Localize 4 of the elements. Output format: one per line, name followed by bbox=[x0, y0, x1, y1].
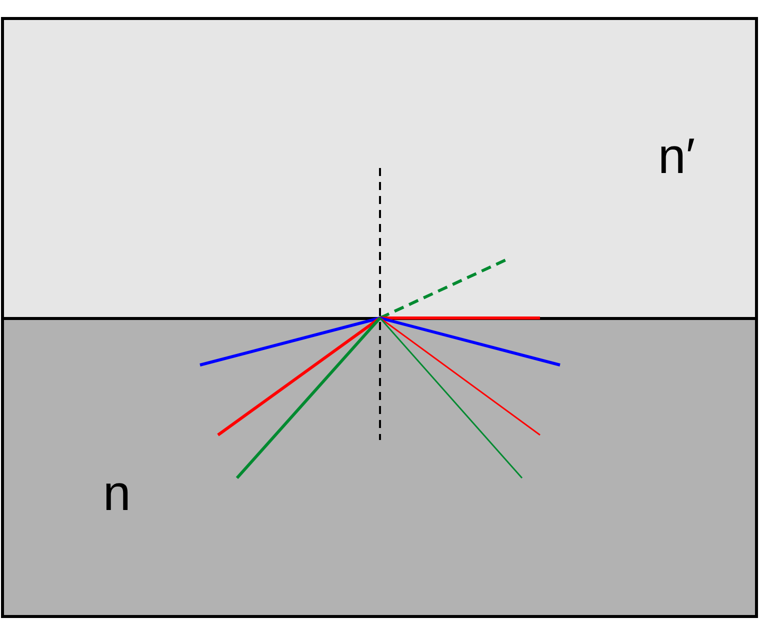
refractive-index-label: n bbox=[103, 468, 131, 518]
upper-medium-region bbox=[1, 17, 758, 320]
refractive-index-label: n′ bbox=[658, 131, 696, 181]
lower-medium-region bbox=[1, 317, 758, 618]
